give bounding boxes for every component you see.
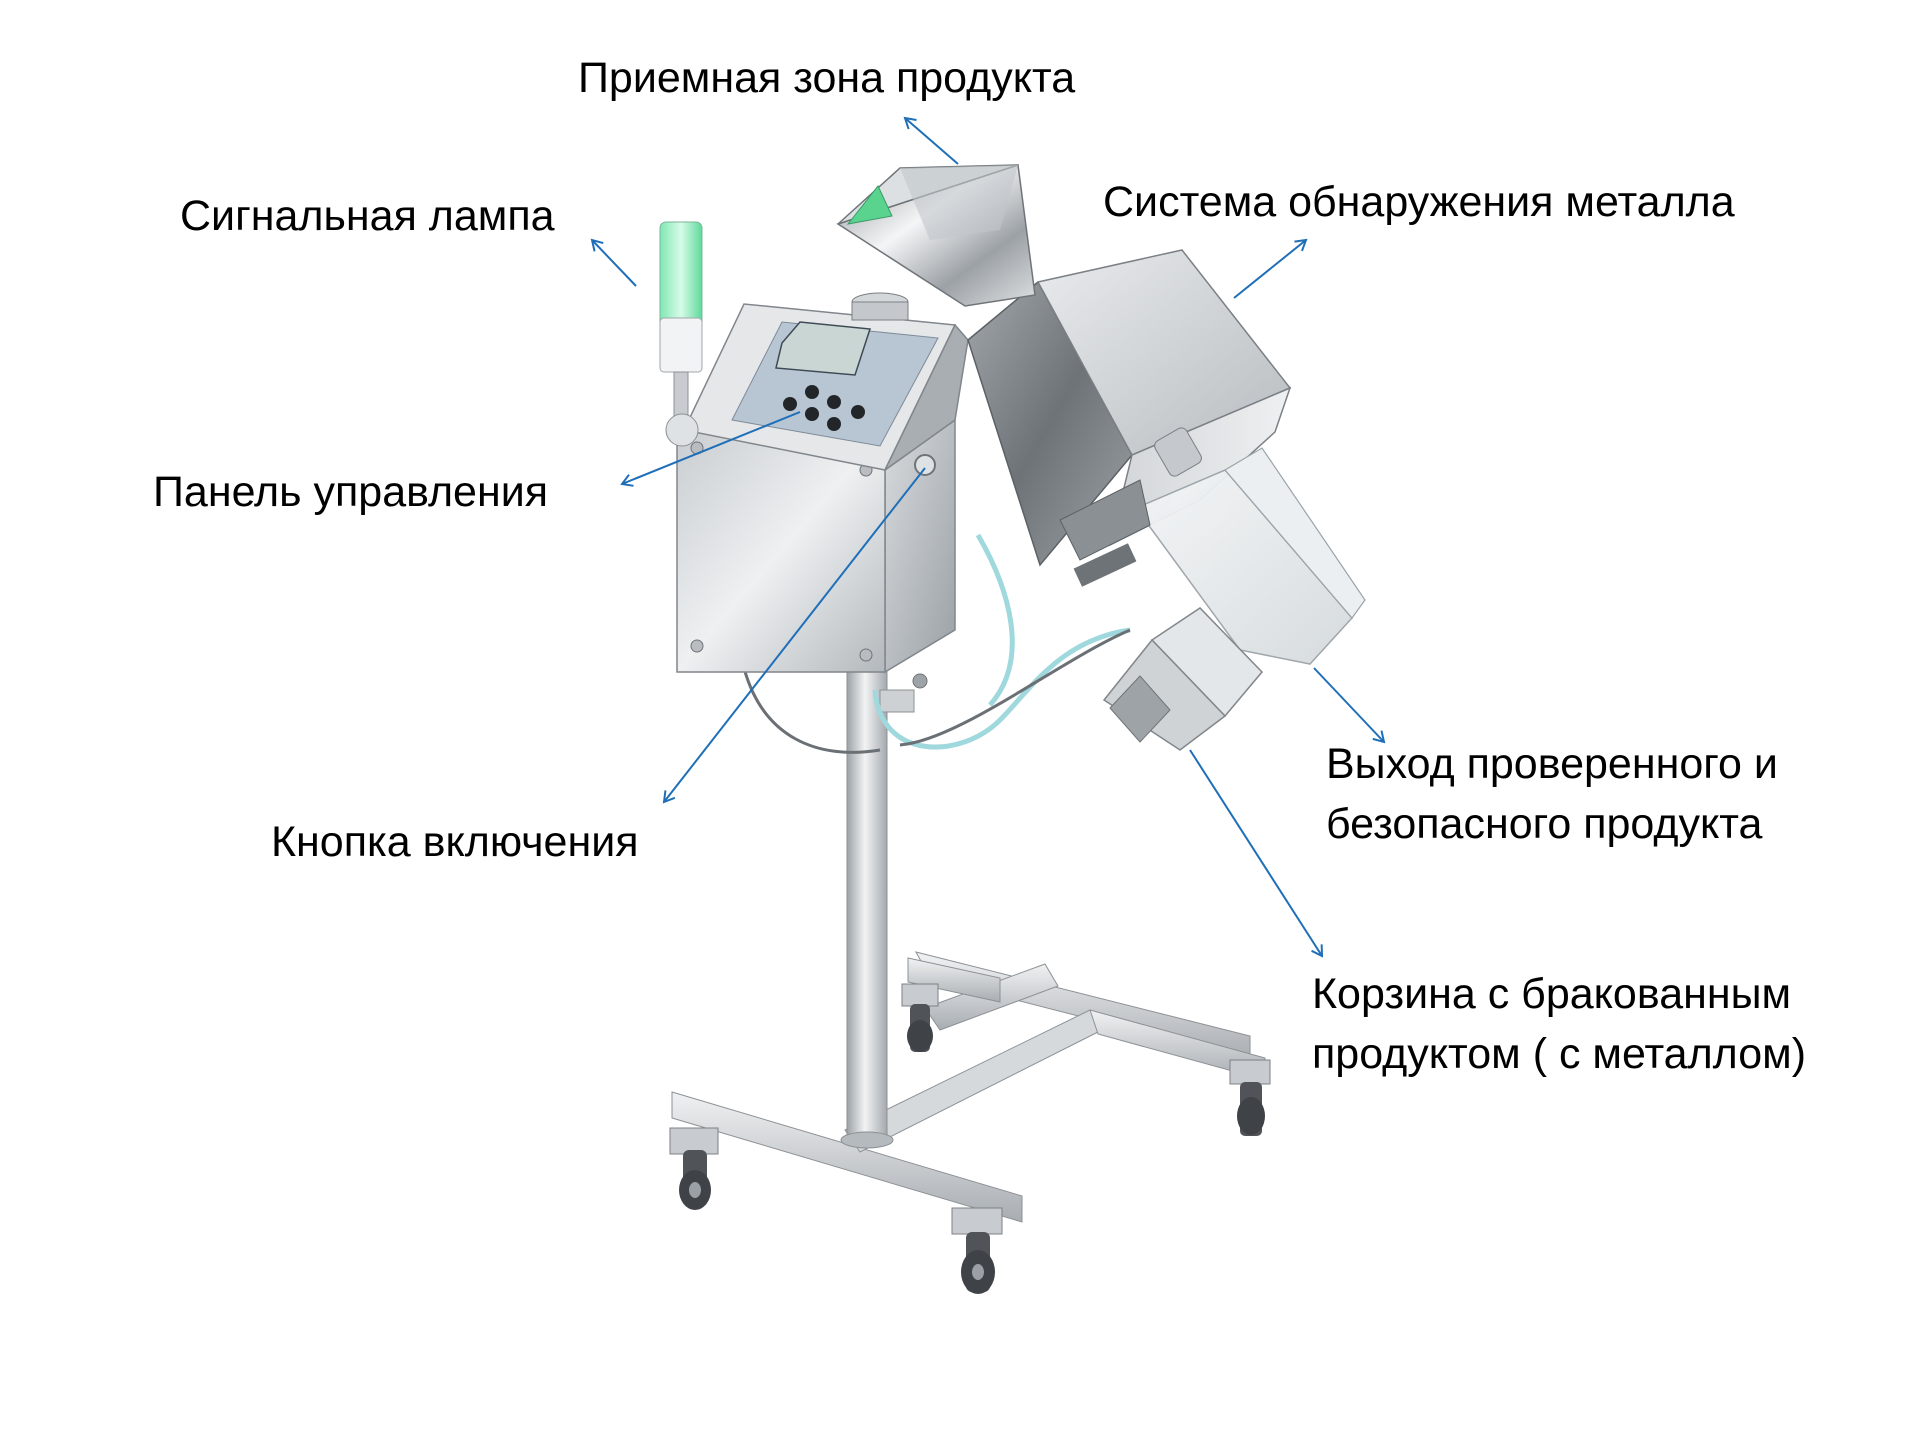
caster-wheel-front-left (669, 1127, 719, 1210)
label-reject-basket-line-1: Корзина с бракованным (1312, 970, 1792, 1018)
product-intake-funnel (836, 164, 1036, 307)
arrow-power (662, 467, 926, 804)
signal-lamp (659, 221, 703, 447)
label-signal-lamp: Сигнальная лампа (180, 192, 555, 240)
label-control-panel: Панель управления (153, 468, 549, 516)
label-intake-zone: Приемная зона продукта (578, 54, 1076, 102)
product-exit-chute (1134, 427, 1366, 665)
label-product-exit-line-1: Выход проверенного и (1326, 740, 1778, 788)
control-box (676, 418, 956, 674)
arrow-exit (1313, 667, 1386, 744)
keypad (783, 385, 865, 431)
arrow-detection (1233, 238, 1308, 299)
label-reject-basket: Корзина с бракованным продуктом ( с мета… (1312, 964, 1806, 1084)
arrow-reject (1189, 749, 1324, 958)
reject-basket (1059, 479, 1264, 751)
pneumatic-hoses (740, 533, 1131, 754)
callout-arrows (590, 116, 1386, 958)
wheeled-base (669, 951, 1271, 1294)
support-column (840, 649, 928, 1149)
arrow-lamp (590, 238, 637, 287)
label-metal-detection-system: Система обнаружения металла (1103, 178, 1735, 226)
label-product-exit: Выход проверенного и безопасного продукт… (1326, 734, 1778, 854)
metal-detector-machine (659, 164, 1366, 1294)
lcd-screen (775, 321, 872, 376)
control-panel-head (682, 292, 969, 471)
caster-wheel-front-right (951, 1207, 1003, 1294)
arrow-panel (620, 411, 801, 487)
arrow-intake (903, 116, 959, 165)
caster-wheel-back-right (1229, 1059, 1271, 1136)
label-reject-basket-line-2: продуктом ( с металлом) (1312, 1030, 1807, 1078)
label-product-exit-line-2: безопасного продукта (1326, 800, 1763, 848)
label-power-button: Кнопка включения (271, 818, 639, 866)
power-button (914, 454, 936, 476)
caster-wheel-back-left (901, 983, 939, 1052)
